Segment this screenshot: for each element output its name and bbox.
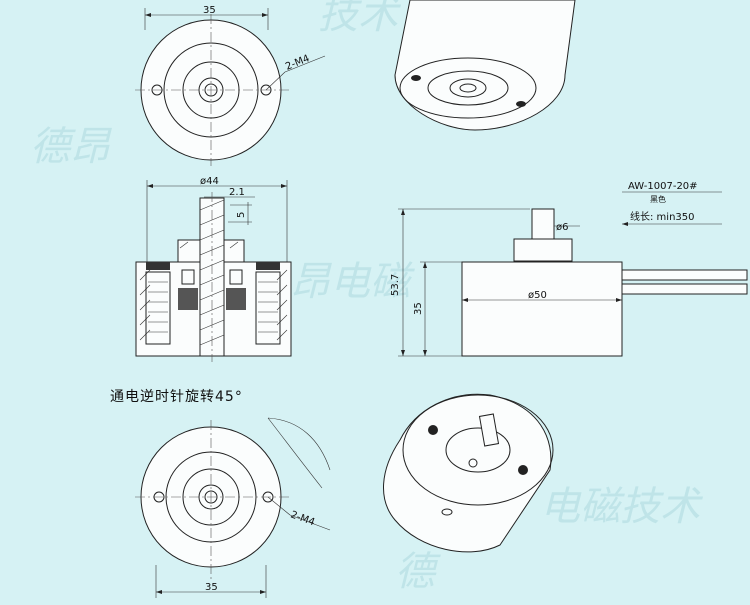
isometric-view-top: [394, 0, 576, 131]
shaft-diameter-dimension: ø6: [556, 222, 568, 233]
watermark-text: 技术: [318, 0, 401, 38]
bottom-view: 2-M4 35: [135, 420, 331, 598]
overall-height-dimension: 53.7: [390, 274, 401, 296]
section-shaft-dimension: 5: [236, 212, 247, 218]
body-diameter-dimension: ø50: [528, 290, 547, 301]
rotation-arrow: [267, 417, 331, 489]
body-height-dimension: 35: [413, 302, 424, 315]
watermark-text: 电磁技术: [540, 484, 703, 530]
motor-body: [461, 261, 623, 357]
wire-color-label: 黑色: [650, 194, 666, 204]
rotation-note: 通电逆时针旋转45°: [110, 389, 243, 405]
top-view: 35 2-M4: [135, 5, 326, 166]
watermark-text: 德昂: [30, 124, 112, 170]
wire-length-label: 线长: min350: [630, 210, 695, 223]
top-width-dimension: 35: [203, 5, 216, 16]
isometric-view-bottom: [383, 393, 554, 553]
section-view: ø44 2.1 5: [135, 176, 292, 362]
bottom-width-dimension: 35: [205, 582, 218, 593]
wire-model-label: AW-1007-20#: [628, 181, 698, 192]
section-offset-dimension: 2.1: [229, 187, 245, 198]
bottom-thread-label: 2-M4: [289, 509, 316, 528]
watermark-text: 昂电磁: [290, 259, 415, 305]
top-thread-label: 2-M4: [284, 53, 311, 73]
watermark-text: 德: [395, 549, 441, 595]
side-view: AW-1007-20# 黑色 线长: min350 53.7 35 ø6 ø50: [390, 181, 748, 357]
section-diameter-dimension: ø44: [200, 176, 219, 187]
